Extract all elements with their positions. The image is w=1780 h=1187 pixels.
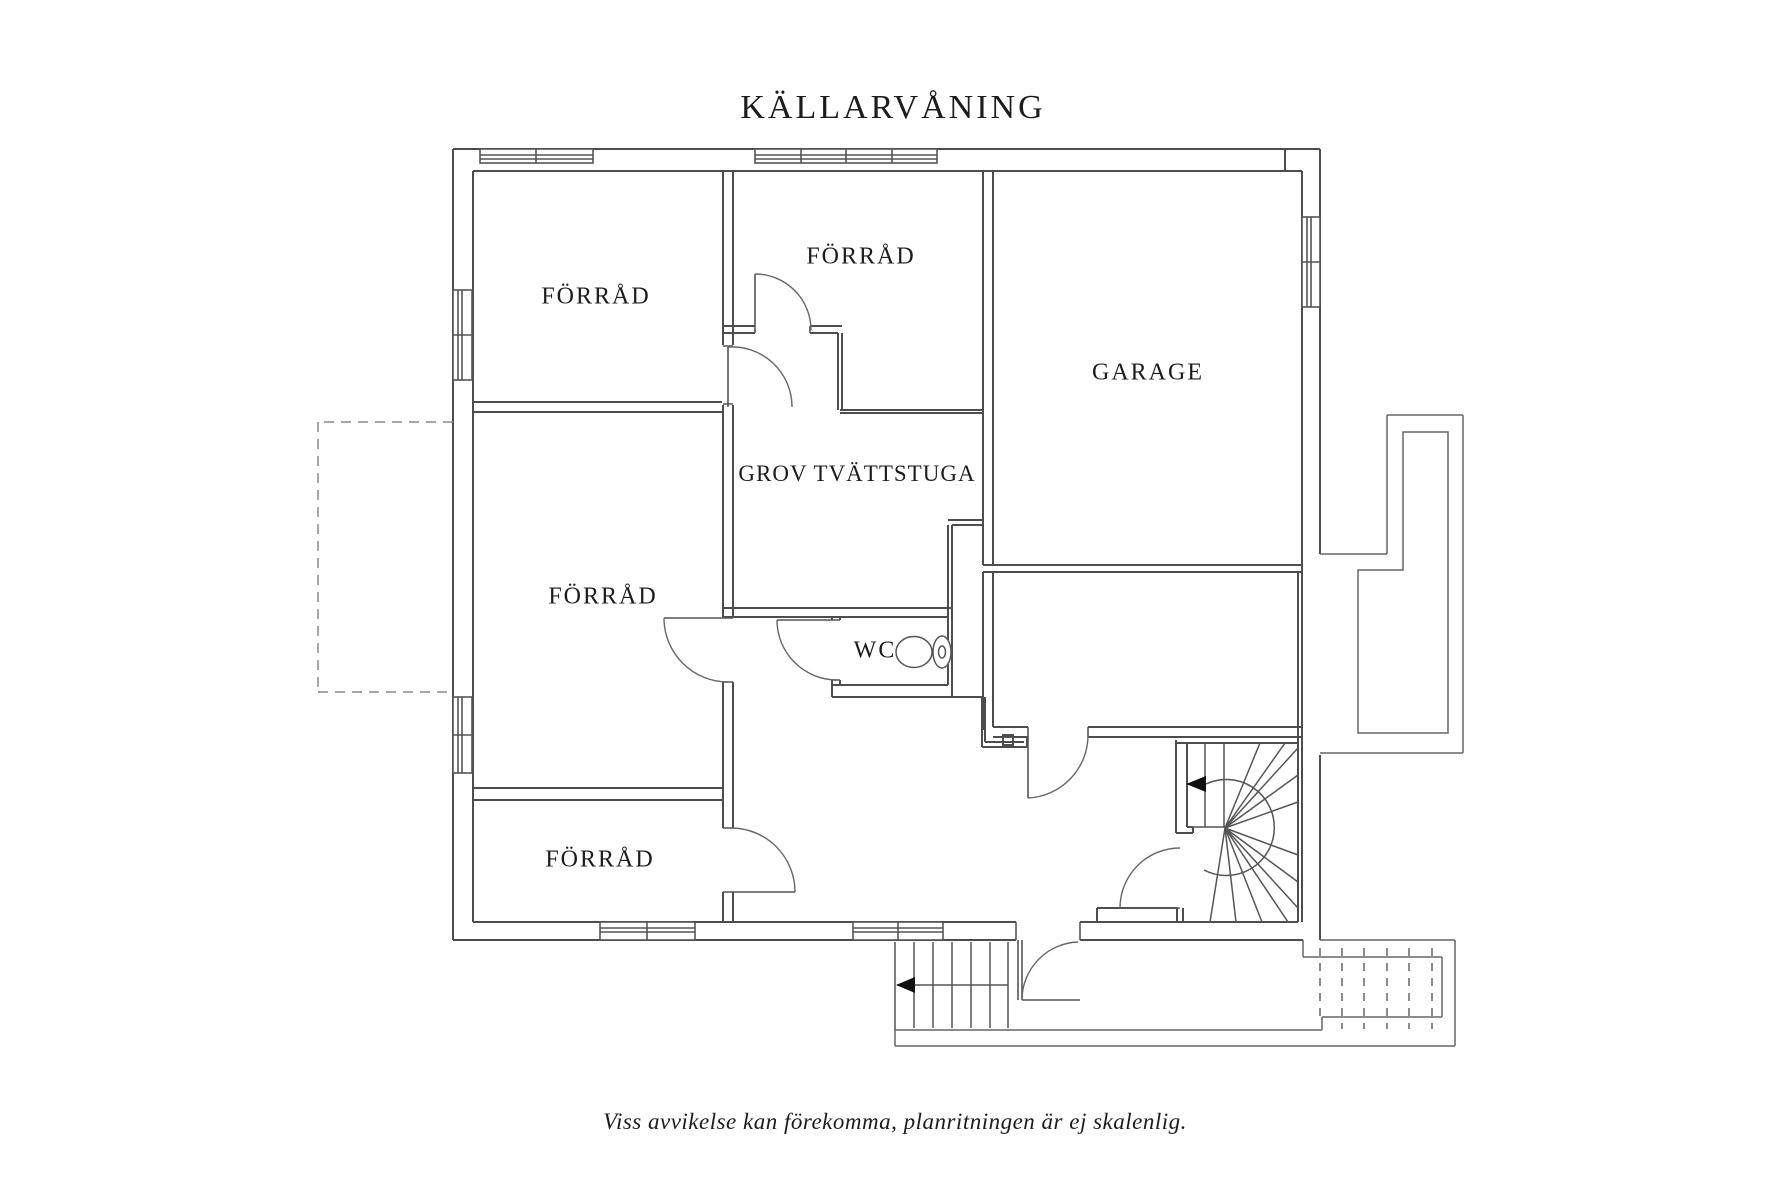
window-icon-left-lower [452,696,473,774]
deck-structure [1320,414,1464,754]
doors [663,273,1188,1001]
door-arc-wc [776,619,841,681]
patio-outline-dashed [317,421,453,693]
disclaimer-note: Viss avvikelse kan förekomma, planritnin… [603,1109,1187,1134]
door-arc-forrad-n [754,273,812,334]
window-icon-top-middle [754,148,938,164]
door-arc-forrad-nw [722,345,793,408]
door-arc-forrad-w [663,617,734,683]
window-icon-left-upper [452,289,473,381]
room-label-forrad-nw: FÖRRÅD [541,283,651,310]
landing-bottom-right [894,939,1456,1047]
room-label-forrad-sw: FÖRRÅD [545,846,655,873]
hidden-stair-treads-dashed [1319,948,1433,1029]
toilet-icon [895,635,952,669]
door-arc-forrad-sw [722,827,796,893]
window-icon-garage-right [1301,216,1321,308]
room-label-garage: GARAGE [1092,359,1204,386]
spiral-staircase [1186,742,1299,923]
door-arc-stair [1119,834,1188,909]
room-label-wc: WC [853,637,897,664]
plan-title: KÄLLARVÅNING [740,89,1046,126]
exterior-staircase [894,942,1009,1030]
room-label-forrad-w: FÖRRÅD [548,583,658,610]
room-label-forrad-n: FÖRRÅD [806,243,916,270]
window-icon-bottom-left [599,921,696,941]
window-icon-bottom-middle [852,921,944,941]
door-arc-room-below-garage [1027,726,1089,799]
door-arc-exterior [1015,921,1081,1001]
window-icon-top-left [479,148,594,164]
stair-direction-arrow-icon [896,977,915,993]
stair-direction-arrow-icon [1186,776,1206,792]
room-label-grov-tvattstuga: GROV TVÄTTSTUGA [738,461,976,486]
windows [452,148,1321,941]
interior-walls [473,171,1302,922]
